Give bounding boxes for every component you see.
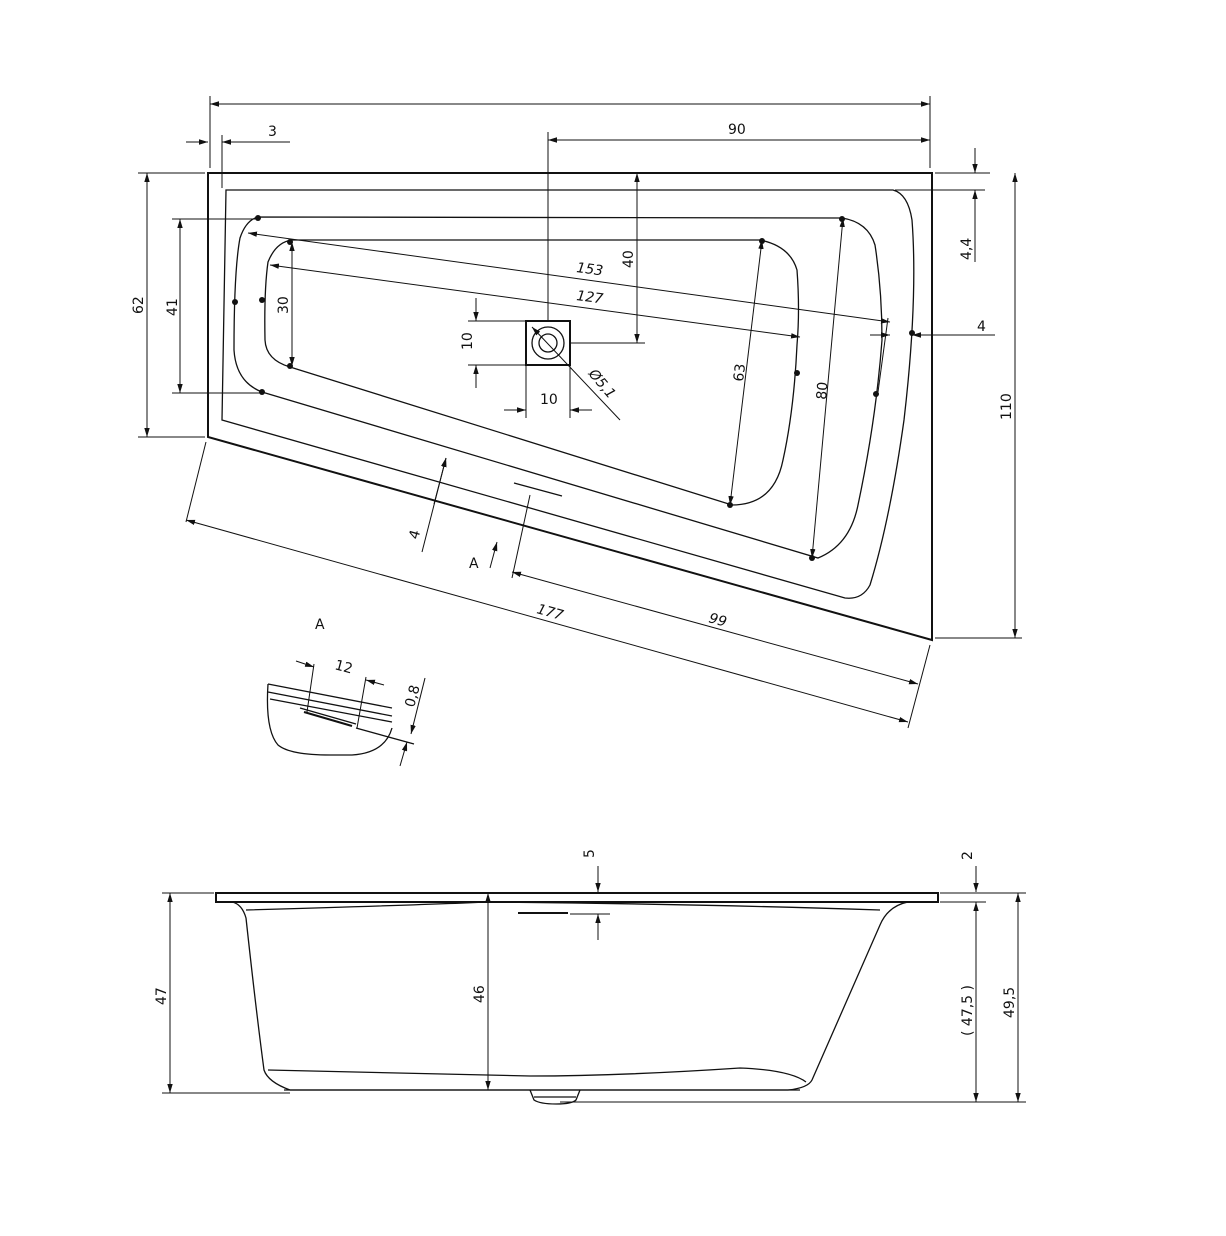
side-rim <box>215 892 939 903</box>
dim-bottom-left-height: 30 <box>276 296 292 314</box>
dim-diagonal-inner: 127 <box>575 288 604 307</box>
detail-a: A 12 0,8 <box>266 617 426 767</box>
dim-inner-height-mid: 63 <box>731 363 749 383</box>
dim-drain-diameter: Ø5,1 <box>584 366 618 403</box>
section-marker: A <box>469 556 479 572</box>
dim-left-height: 62 <box>131 296 147 314</box>
dim-drain-box-width: 10 <box>540 392 558 408</box>
dim-front-to-section: 99 <box>707 610 729 630</box>
dim-edge-offset: 3 <box>268 124 277 140</box>
side-inner-height: ( 47,5 ) <box>960 985 976 1036</box>
top-reference-dots <box>232 215 915 561</box>
detail-a-title: A <box>315 617 325 633</box>
tub-bowl-outer <box>233 216 883 559</box>
dim-front-wall: 4 <box>406 528 424 541</box>
dim-drain-to-top: 40 <box>621 250 637 268</box>
top-view: 3 90 4,4 110 62 41 30 40 153 127 10 10 Ø… <box>131 96 1022 729</box>
top-dimension-lines <box>138 96 1022 729</box>
dim-diagonal-outer: 153 <box>575 260 604 279</box>
side-body <box>231 901 909 1091</box>
side-rim-top: 5 <box>582 849 598 858</box>
dim-drain-box-height: 10 <box>460 332 476 350</box>
dim-front-length: 177 <box>535 601 565 624</box>
tub-bowl-inner <box>264 239 800 506</box>
side-drain <box>529 1089 581 1105</box>
side-view: 5 2 47 46 ( 47,5 ) 49,5 <box>154 849 1026 1105</box>
side-rim-right: 2 <box>960 851 976 860</box>
side-left-height: 47 <box>154 987 170 1005</box>
dim-inner-left-height: 41 <box>165 298 181 316</box>
side-center-depth: 46 <box>472 985 488 1003</box>
side-total-height: 49,5 <box>1002 987 1018 1018</box>
dim-right-wall: 4 <box>977 319 986 335</box>
dim-rim-right: 4,4 <box>959 238 975 260</box>
dim-total-height: 110 <box>999 393 1015 420</box>
dim-inner-height-right: 80 <box>814 381 831 400</box>
detail-a-outline <box>266 683 393 756</box>
detail-a-width: 12 <box>333 657 354 677</box>
dim-drain-to-right: 90 <box>728 122 746 138</box>
tub-outline-outer <box>207 172 933 642</box>
detail-a-thickness: 0,8 <box>402 683 423 709</box>
